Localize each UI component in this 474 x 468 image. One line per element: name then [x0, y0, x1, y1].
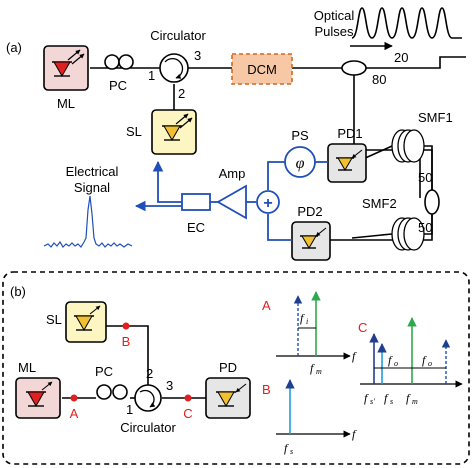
spec-b-fs: f [284, 441, 289, 455]
spec-a-fm: f [310, 361, 315, 375]
split-80-label: 80 [372, 72, 386, 87]
spectrum-a-label: A [262, 298, 271, 313]
port-2-b: 2 [146, 366, 153, 381]
port-3-a: 3 [194, 48, 201, 63]
electrical-signal-spectrum [43, 195, 133, 248]
sl-laser-a [151, 109, 197, 155]
amplifier [216, 184, 247, 220]
ml-laser-b [15, 377, 61, 419]
panel-a: (a) Optical Pulses ML [6, 7, 466, 261]
pc-a [104, 54, 134, 70]
coupler-20-80 [341, 60, 367, 76]
circulator-label-b: Circulator [120, 420, 176, 435]
point-a-label: A [70, 406, 79, 421]
adder [256, 190, 280, 214]
smf2-label: SMF2 [362, 196, 397, 211]
circulator-a [159, 53, 189, 83]
coupler-50-bottom: 50 [418, 220, 432, 235]
panel-b-fibers [62, 325, 206, 399]
pd1-box [327, 143, 367, 183]
amp-label: Amp [219, 166, 246, 181]
point-b-label: B [122, 334, 131, 349]
panel-b: (b) SL ML PC [2, 271, 470, 465]
pc-b [96, 384, 128, 400]
optical-pulses-waveform [351, 7, 462, 39]
spectrum-c: C f o f o f s' f s f m [358, 317, 463, 406]
optical-pulses-label-1: Optical [314, 8, 355, 23]
spec-c-fo1-sub: o [394, 359, 398, 368]
circulator-label-a: Circulator [150, 28, 206, 43]
spec-b-fs-sub: s [290, 447, 293, 456]
point-b [122, 322, 130, 330]
sl-laser-b [65, 301, 107, 343]
point-c-label: C [183, 406, 192, 421]
ec-box [181, 193, 211, 211]
adder-symbol: + [263, 195, 272, 212]
spec-c-fm-sub: m [412, 397, 418, 406]
dcm-box [231, 53, 293, 85]
port-1-a: 1 [148, 68, 155, 83]
pd1-label: PD1 [337, 126, 362, 141]
port-2-a: 2 [178, 86, 185, 101]
spec-b-axis-f: f [352, 427, 357, 441]
split-20-label: 20 [394, 50, 408, 65]
spec-c-fs-sub: s [390, 397, 393, 406]
spec-c-fo2-sub: o [428, 359, 432, 368]
spec-c-fo2: f [422, 353, 427, 367]
ml-label-b: ML [18, 360, 36, 375]
ps-label: PS [291, 128, 309, 143]
spectrum-a: A f i f m f [262, 291, 357, 376]
phase-shifter-symbol: φ [296, 155, 305, 172]
spec-a-fi: f [300, 311, 305, 325]
spec-a-axis-f: f [352, 349, 357, 363]
optical-pulses-label-2: Pulses [314, 24, 354, 39]
electrical-signal-label-2: Signal [74, 180, 110, 195]
ec-label: EC [187, 220, 205, 235]
spectrum-b-label: B [262, 382, 271, 397]
port-1-b: 1 [126, 402, 133, 417]
spec-a-fi-sub: i [306, 317, 308, 326]
spectrum-b: B f s f [262, 379, 357, 456]
pd2-label: PD2 [297, 204, 322, 219]
spec-c-fm: f [406, 391, 411, 405]
smf1-spool [391, 129, 425, 163]
coupler-50-top: 50 [418, 170, 432, 185]
spec-c-fs-prime: f [364, 391, 369, 405]
pd2-box [291, 221, 331, 261]
pd-box-b [205, 377, 251, 419]
electrical-signal-label-1: Electrical [66, 164, 119, 179]
circulator-b [134, 384, 162, 412]
spec-a-fm-sub: m [316, 367, 322, 376]
sl-label-a: SL [126, 124, 142, 139]
point-a [70, 394, 78, 402]
pd-label-b: PD [219, 360, 237, 375]
panel-b-label: (b) [10, 284, 26, 299]
spectrum-c-label: C [358, 320, 367, 335]
spec-c-fs-prime-sub: s' [370, 397, 375, 406]
ml-laser-a [43, 45, 89, 91]
dcm-label: DCM [247, 62, 277, 77]
pc-label-b: PC [95, 364, 113, 379]
spec-c-fo1: f [388, 353, 393, 367]
sl-label-b: SL [46, 312, 62, 327]
spec-c-fs: f [384, 391, 389, 405]
ml-label-a: ML [57, 96, 75, 111]
panel-a-label: (a) [6, 40, 22, 55]
coupler-50-50 [424, 189, 440, 215]
point-c [184, 394, 192, 402]
electrical-lines [134, 160, 328, 241]
port-3-b: 3 [166, 378, 173, 393]
smf1-label: SMF1 [418, 110, 453, 125]
pc-label-a: PC [109, 78, 127, 93]
